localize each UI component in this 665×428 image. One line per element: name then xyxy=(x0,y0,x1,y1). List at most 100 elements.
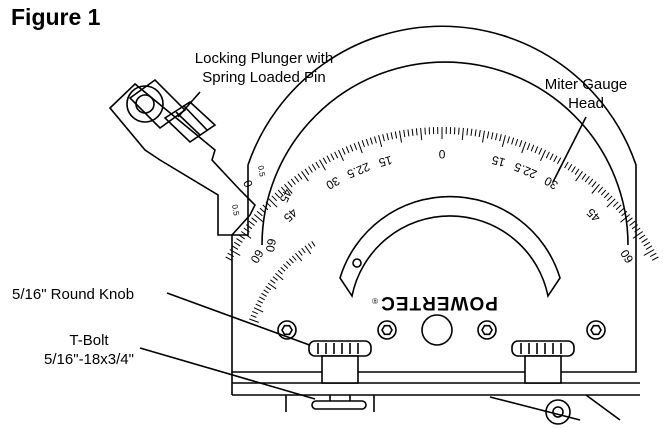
pointer-tick xyxy=(286,261,291,267)
scale-tick xyxy=(256,210,263,217)
scale-tick xyxy=(326,155,331,163)
leader-line-miter-head xyxy=(552,116,587,183)
pointer-tick xyxy=(288,258,294,264)
scale-tick xyxy=(606,195,613,202)
scale-label-4: 15 xyxy=(377,153,394,170)
scale-tick xyxy=(353,143,358,150)
scale-tick xyxy=(403,129,406,137)
pointer-tick xyxy=(277,269,283,275)
scale-label-10: 60 xyxy=(617,247,636,266)
registered-mark: ® xyxy=(372,296,378,305)
pointer-tick xyxy=(311,241,316,247)
pointer-tick xyxy=(307,243,313,249)
scale-tick xyxy=(643,241,651,247)
scale-label-7: 22.5 xyxy=(512,159,539,181)
pointer-label-60: 60 xyxy=(263,237,279,253)
scale-tick xyxy=(538,147,543,155)
scale-tick xyxy=(618,207,625,214)
scale-tick xyxy=(501,135,506,148)
scale-tick xyxy=(491,132,494,140)
scale-tick xyxy=(394,131,398,139)
scale-tick xyxy=(386,133,389,141)
pointer-small-mark-2: 0.5 xyxy=(230,204,241,217)
screw-right xyxy=(586,320,606,340)
scale-tick xyxy=(378,135,383,148)
scale-tick xyxy=(253,214,264,223)
pointer-tick xyxy=(267,282,277,290)
main-scale-ticks xyxy=(225,126,659,261)
scale-tick xyxy=(287,181,293,188)
scale-label-5: 0 xyxy=(438,147,445,161)
scale-label-2: 30 xyxy=(323,174,342,193)
scale-tick xyxy=(262,204,269,211)
scale-tick xyxy=(545,151,550,159)
pointer-tick xyxy=(301,247,306,254)
scale-tick xyxy=(530,144,535,152)
scale-tick xyxy=(231,245,239,250)
pointer-tick xyxy=(255,303,262,308)
scale-tick xyxy=(308,166,313,173)
scale-tick xyxy=(521,141,527,154)
scale-tick xyxy=(567,163,573,171)
figure-title: Figure 1 xyxy=(11,4,101,30)
pointer-tick xyxy=(265,285,272,291)
scale-tick xyxy=(651,256,659,261)
scale-tick xyxy=(574,168,580,175)
scale-tick xyxy=(236,238,243,243)
scale-tick xyxy=(268,198,278,208)
scale-label-8: 30 xyxy=(542,173,561,192)
scale-tick xyxy=(564,161,569,169)
scale-tick xyxy=(591,183,600,194)
pointer-tick xyxy=(257,299,264,304)
pointer-tick xyxy=(270,279,276,284)
pointer-tick xyxy=(304,245,312,255)
scale-tick xyxy=(365,138,369,146)
callout-locking-plunger: Locking Plunger with Spring Loaded Pin xyxy=(170,49,358,87)
scale-tick xyxy=(474,129,477,137)
scale-tick xyxy=(243,227,250,233)
scale-tick xyxy=(246,224,253,230)
scale-tick xyxy=(621,210,628,217)
scale-tick xyxy=(271,195,278,202)
scale-tick xyxy=(297,173,303,180)
screw-center-left xyxy=(377,320,397,340)
callout-t-bolt-line-2: 5/16"-18x3/4" xyxy=(44,351,134,368)
scale-tick xyxy=(629,220,636,226)
scale-tick xyxy=(248,220,255,226)
scale-tick xyxy=(461,127,464,140)
pointer-tick xyxy=(263,289,269,294)
leader-line-t-bolt xyxy=(139,347,316,400)
scale-tick xyxy=(526,143,531,150)
scale-tick xyxy=(259,207,266,214)
scale-tick xyxy=(251,217,258,223)
scale-tick xyxy=(626,217,633,223)
scale-tick xyxy=(274,192,281,199)
pointer-tick xyxy=(272,276,278,281)
scale-tick xyxy=(645,245,653,250)
scale-tick xyxy=(507,136,510,144)
scale-tick xyxy=(571,166,576,173)
scale-tick xyxy=(322,157,328,165)
scale-tick xyxy=(280,186,287,193)
brand-logo-text: POWERTEC xyxy=(380,292,498,313)
callout-miter-head-line-2: Head xyxy=(568,95,604,112)
callout-locking-plunger-line-2: Spring Loaded Pin xyxy=(202,69,326,86)
scale-tick xyxy=(345,146,350,154)
scale-tick xyxy=(233,241,241,247)
pointer-tick xyxy=(283,263,289,269)
scale-tick xyxy=(284,183,293,194)
scale-tick xyxy=(238,234,245,240)
pointer-scale-ticks xyxy=(249,241,316,323)
scale-tick xyxy=(265,201,272,208)
scale-tick xyxy=(369,137,373,145)
scale-tick xyxy=(519,140,523,148)
scale-tick xyxy=(553,155,558,163)
scale-tick xyxy=(549,153,554,161)
callout-round-knob: 5/16" Round Knob xyxy=(12,285,134,304)
scale-tick xyxy=(515,138,519,146)
scale-tick xyxy=(229,249,241,256)
scale-tick xyxy=(495,133,498,141)
scale-tick xyxy=(556,157,562,165)
